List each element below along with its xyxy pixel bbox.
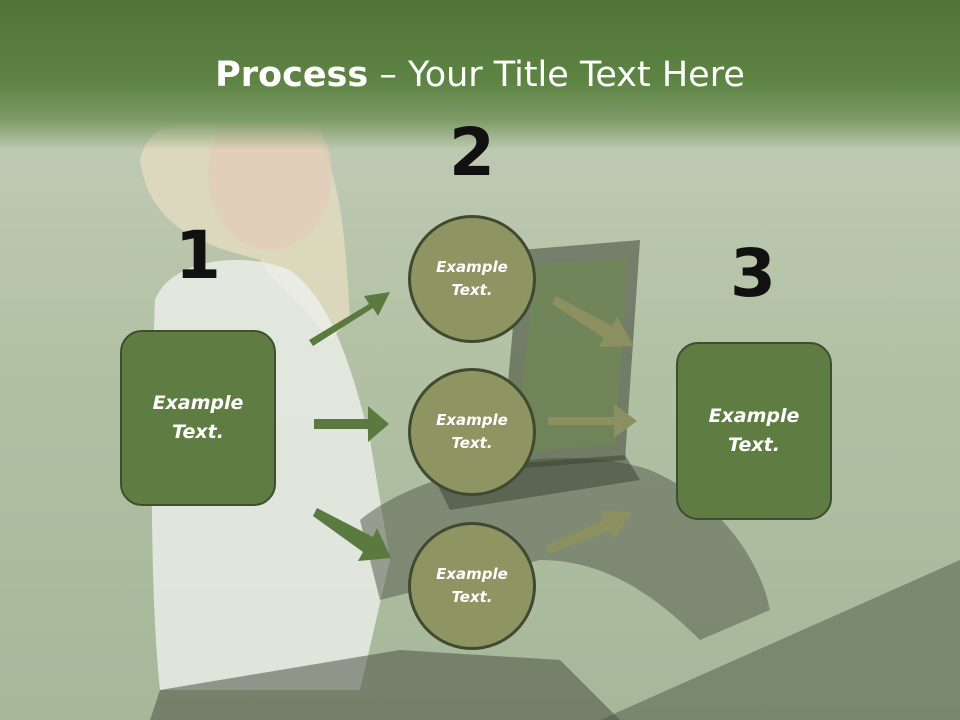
circle-2-label: Example Text.	[436, 411, 508, 452]
circle-3-label: Example Text.	[436, 565, 508, 606]
step-1-box: Example Text.	[120, 330, 276, 506]
step-3-label: Example Text.	[708, 405, 800, 456]
step-2-circle-2: Example Text.	[408, 368, 536, 496]
step-1-label: Example Text.	[152, 392, 244, 443]
arrow-right-up-icon	[545, 511, 632, 554]
step-2-circle-3: Example Text.	[408, 522, 536, 650]
step-2-number: 2	[449, 114, 495, 191]
arrow-right-icon	[548, 404, 637, 438]
step-3-number: 3	[730, 235, 776, 312]
step-3-box: Example Text.	[676, 342, 832, 520]
arrow-right-up-icon	[309, 292, 390, 346]
slide-title: Process – Your Title Text Here	[0, 54, 960, 96]
title-bold: Process	[215, 55, 369, 95]
arrow-right-down-icon	[552, 296, 634, 347]
circle-1-label: Example Text.	[436, 258, 508, 299]
title-band	[0, 0, 960, 150]
title-rest: – Your Title Text Here	[368, 55, 745, 95]
step-2-circle-1: Example Text.	[408, 215, 536, 343]
step-1-number: 1	[175, 217, 221, 294]
arrow-right-icon	[314, 406, 389, 442]
arrow-right-down-icon	[313, 508, 391, 561]
